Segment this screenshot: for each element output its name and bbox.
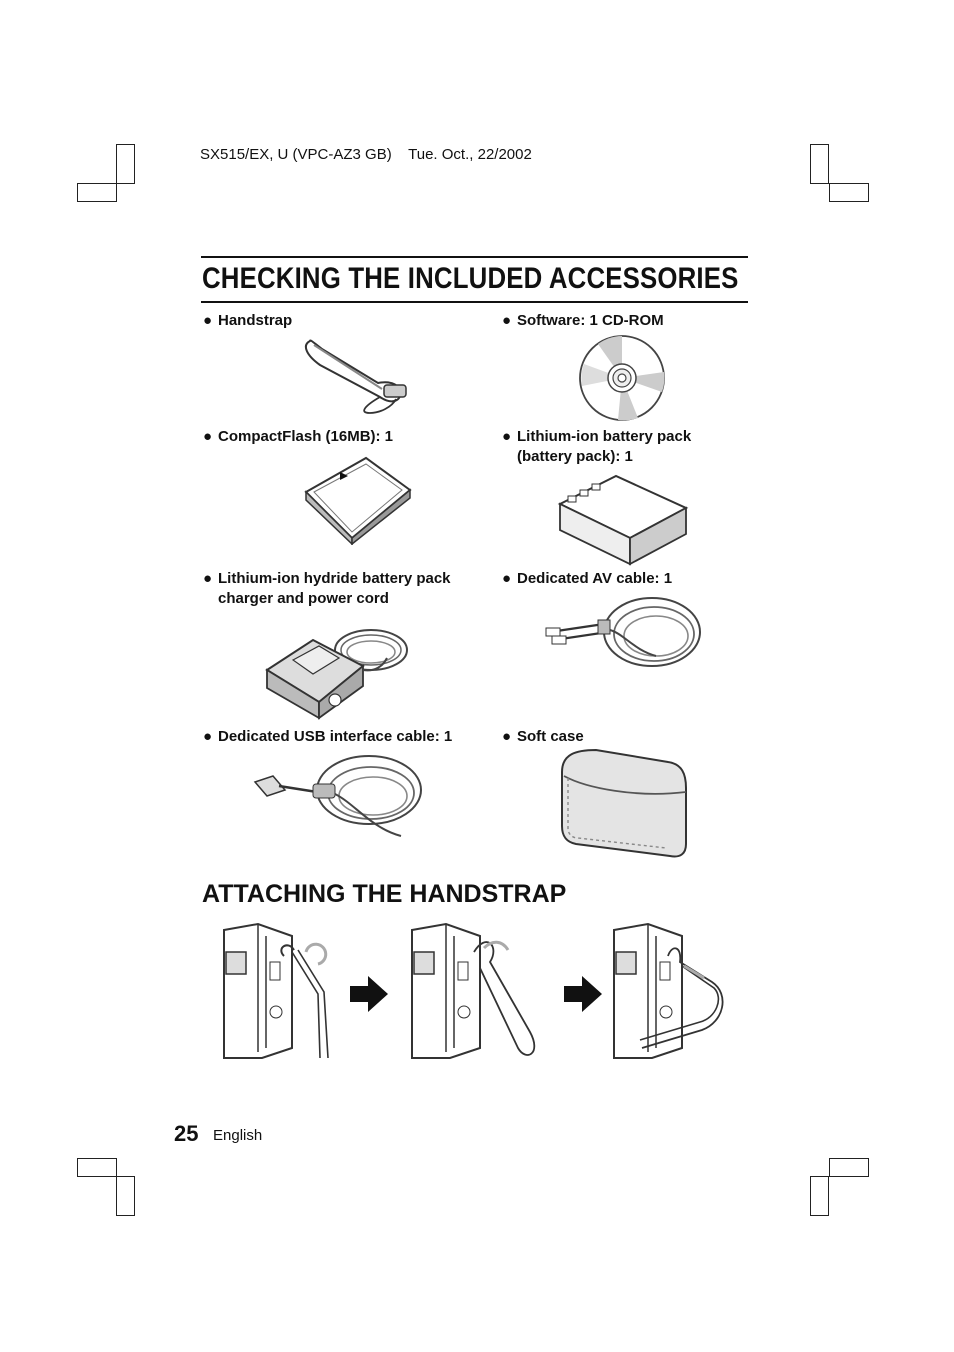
bullet-icon: ● — [203, 428, 213, 445]
accessory-item-av-cable: ● Dedicated AV cable: 1 — [502, 569, 672, 589]
cd-rom-icon — [578, 334, 666, 422]
bullet-icon: ● — [203, 570, 213, 587]
handstrap-step-2-illustration — [410, 922, 555, 1062]
crop-mark — [829, 183, 869, 202]
item-label: Soft case — [517, 728, 584, 745]
item-label: Dedicated USB interface cable: 1 — [218, 728, 453, 745]
title-rule-bottom — [201, 301, 748, 303]
item-label: CompactFlash (16MB): 1 — [218, 428, 394, 445]
crop-mark — [829, 1158, 869, 1177]
crop-mark — [77, 183, 117, 202]
crop-mark — [116, 1176, 135, 1216]
handstrap-icon — [300, 335, 415, 415]
battery-pack-icon — [556, 472, 691, 567]
doc-id: SX515/EX, U (VPC-AZ3 GB) — [200, 146, 392, 163]
accessory-item-usb-cable: ● Dedicated USB interface cable: 1 — [203, 727, 452, 747]
accessory-item-battery-pack: ● Lithium-ion battery pack (battery pack… — [502, 427, 691, 467]
doc-date: Tue. Oct., 22/2002 — [408, 146, 532, 163]
crop-mark — [810, 144, 829, 184]
page-number: 25 — [174, 1121, 199, 1146]
crop-mark — [810, 1176, 829, 1216]
handstrap-step-1-illustration — [222, 922, 352, 1062]
arrow-right-icon — [564, 976, 602, 1012]
bullet-icon: ● — [203, 728, 213, 745]
section2-title: ATTACHING THE HANDSTRAP — [202, 880, 567, 908]
accessory-item-charger: ● Lithium-ion hydride battery pack charg… — [203, 569, 451, 609]
document-header: SX515/EX, U (VPC-AZ3 GB) Tue. Oct., 22/2… — [200, 146, 532, 163]
item-label: Dedicated AV cable: 1 — [517, 570, 673, 587]
soft-case-icon — [556, 748, 691, 860]
crop-mark — [116, 144, 135, 184]
accessory-item-compactflash: ● CompactFlash (16MB): 1 — [203, 427, 393, 447]
arrow-right-icon — [350, 976, 388, 1012]
item-label: Lithium-ion hydride battery pack charger… — [218, 570, 451, 607]
bullet-icon: ● — [502, 570, 512, 587]
section-title: CHECKING THE INCLUDED ACCESSORIES — [202, 262, 739, 295]
language-label: English — [213, 1127, 263, 1144]
handstrap-step-3-illustration — [612, 922, 732, 1062]
crop-mark — [77, 1158, 117, 1177]
item-label: Software: 1 CD-ROM — [517, 312, 664, 329]
av-cable-icon — [544, 590, 704, 682]
item-label: Handstrap — [218, 312, 293, 329]
accessory-item-soft-case: ● Soft case — [502, 727, 584, 747]
bullet-icon: ● — [502, 728, 512, 745]
bullet-icon: ● — [502, 312, 512, 329]
usb-cable-icon — [251, 748, 426, 844]
compactflash-card-icon — [300, 450, 415, 545]
battery-charger-icon — [263, 610, 413, 722]
item-label: Lithium-ion battery pack (battery pack):… — [517, 428, 692, 465]
bullet-icon: ● — [502, 428, 512, 445]
title-rule-top — [201, 256, 748, 258]
bullet-icon: ● — [203, 312, 213, 329]
accessory-item-cd-rom: ● Software: 1 CD-ROM — [502, 311, 664, 331]
accessory-item-handstrap: ● Handstrap — [203, 311, 292, 331]
